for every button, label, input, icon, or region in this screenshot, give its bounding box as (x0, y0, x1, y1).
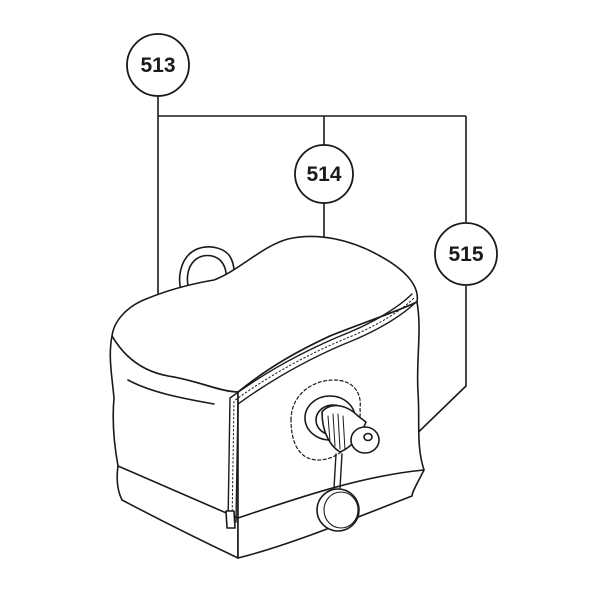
window-flap-outline (290, 379, 361, 461)
callout-514-label: 514 (306, 163, 341, 186)
removable-cap-rim (323, 491, 359, 529)
cap-tether-strap (333, 453, 343, 489)
callout-513-label: 513 (140, 54, 175, 77)
knob-grip-ridges (327, 413, 346, 451)
cover-fold-line (127, 379, 215, 405)
removable-cap (316, 488, 360, 532)
cover-bottom-hem (117, 465, 425, 519)
zipper-pull (225, 510, 236, 529)
knob-end-cap-center (363, 432, 373, 442)
callout-513: 513 (126, 33, 190, 97)
callout-514: 514 (294, 144, 354, 204)
zipper-teeth (231, 297, 415, 524)
dust-cover-illustration (109, 235, 425, 559)
cover-left-side (109, 335, 239, 559)
zipper-track-outer (227, 293, 413, 526)
callout-515: 515 (434, 222, 498, 286)
callout-515-label: 515 (448, 243, 483, 266)
zipper-track-inner (235, 301, 417, 523)
